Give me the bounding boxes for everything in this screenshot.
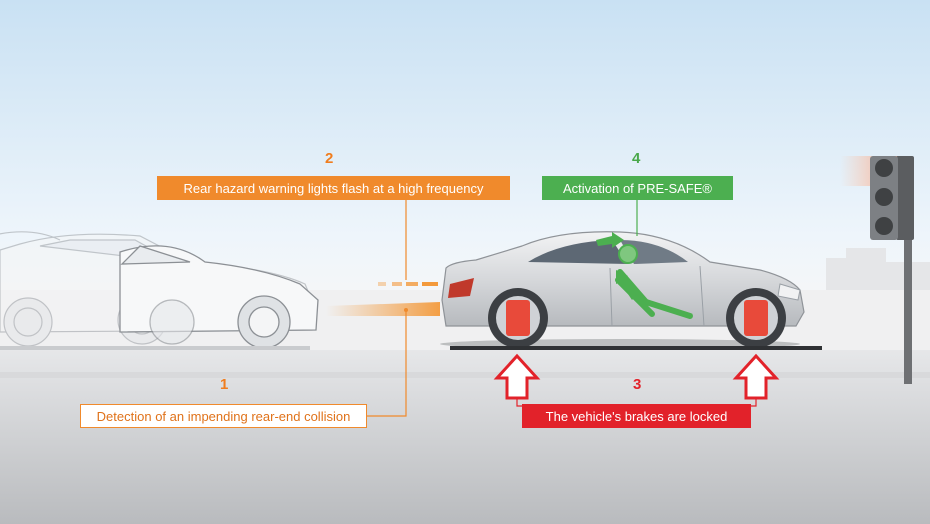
connector-lines bbox=[366, 200, 757, 417]
radar-beam bbox=[326, 302, 440, 316]
curb-line bbox=[0, 372, 930, 378]
hazard-light-flashes bbox=[378, 282, 438, 286]
ground-line-right bbox=[450, 346, 822, 350]
traffic-light bbox=[840, 156, 914, 384]
ground-shadow-left bbox=[0, 346, 310, 350]
approaching-car-front bbox=[119, 245, 319, 349]
step-4-label: Activation of PRE-SAFE® bbox=[542, 176, 733, 200]
step-2-number: 2 bbox=[325, 150, 334, 167]
seat-adjust-arrow-icon bbox=[596, 232, 636, 300]
presafe-car bbox=[440, 231, 805, 349]
brake-up-arrow-left bbox=[493, 353, 541, 400]
step-3-number: 3 bbox=[633, 376, 642, 393]
step-4-number: 4 bbox=[632, 150, 641, 167]
brake-up-arrow-right bbox=[732, 353, 780, 400]
step-1-label: Detection of an impending rear-end colli… bbox=[80, 404, 367, 428]
step-1-number: 1 bbox=[220, 376, 229, 393]
step-2-label: Rear hazard warning lights flash at a hi… bbox=[157, 176, 510, 200]
step-3-label: The vehicle's brakes are locked bbox=[522, 404, 751, 428]
